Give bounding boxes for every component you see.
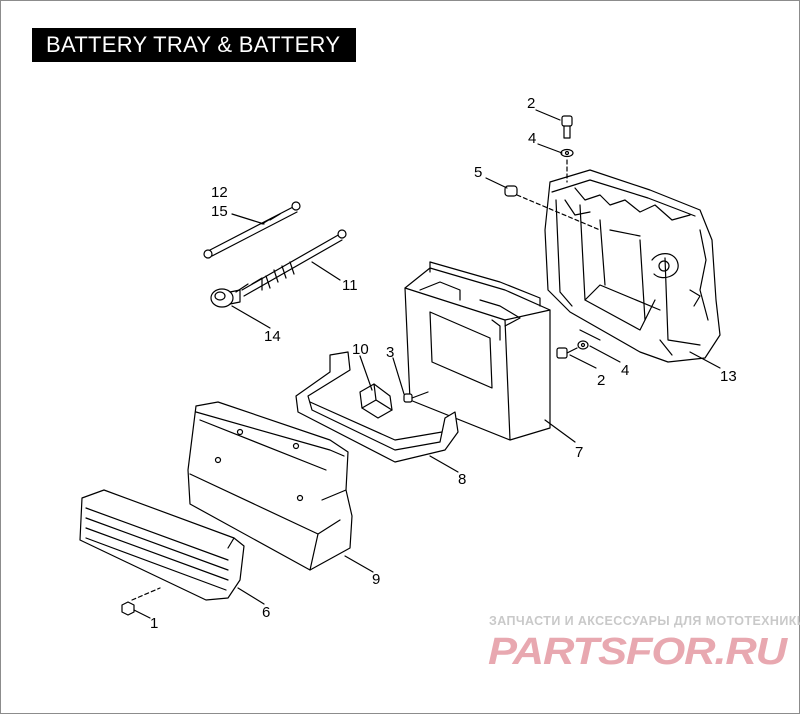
callout-label-6: 6 [262, 604, 270, 621]
bolt-and-washer-upper [560, 115, 574, 183]
callout-label-2: 2 [597, 372, 605, 389]
callout-label-4: 4 [528, 130, 536, 147]
grommet-part [504, 185, 601, 231]
bolt-and-washer-lower [556, 340, 589, 359]
callout-label-4: 4 [621, 362, 629, 379]
callout-label-1: 1 [150, 615, 158, 632]
connector-boot-part [359, 383, 393, 419]
battery-part [404, 261, 551, 441]
callout-leaders [133, 109, 721, 619]
callout-label-8: 8 [458, 471, 466, 488]
callout-label-3: 3 [386, 344, 394, 361]
side-trim-cover-part [79, 489, 245, 601]
trim-fastener-part [121, 587, 161, 616]
callout-label-15: 15 [211, 203, 228, 220]
callout-label-10: 10 [352, 341, 369, 358]
ground-cable-part [203, 201, 301, 259]
terminal-cap-part [210, 288, 241, 308]
callout-label-11: 11 [342, 277, 358, 294]
battery-strap-part [295, 351, 459, 463]
terminal-screw-part [403, 391, 429, 403]
callout-label-9: 9 [372, 571, 380, 588]
callout-label-13: 13 [720, 368, 737, 385]
watermark-logo: PARTSFOR.RU [488, 631, 789, 673]
battery-tray-part [544, 169, 721, 363]
watermark-caption: ЗАПЧАСТИ И АКСЕССУАРЫ ДЛЯ МОТОТЕХНИКИ [489, 614, 800, 628]
callout-label-7: 7 [575, 444, 583, 461]
callout-label-14: 14 [264, 328, 281, 345]
callout-label-12: 12 [211, 184, 228, 201]
page-title: BATTERY TRAY & BATTERY [32, 28, 357, 62]
callout-label-5: 5 [474, 164, 482, 181]
battery-cover-part [187, 401, 353, 571]
callout-label-2: 2 [527, 95, 535, 112]
positive-cable-part [235, 229, 347, 297]
